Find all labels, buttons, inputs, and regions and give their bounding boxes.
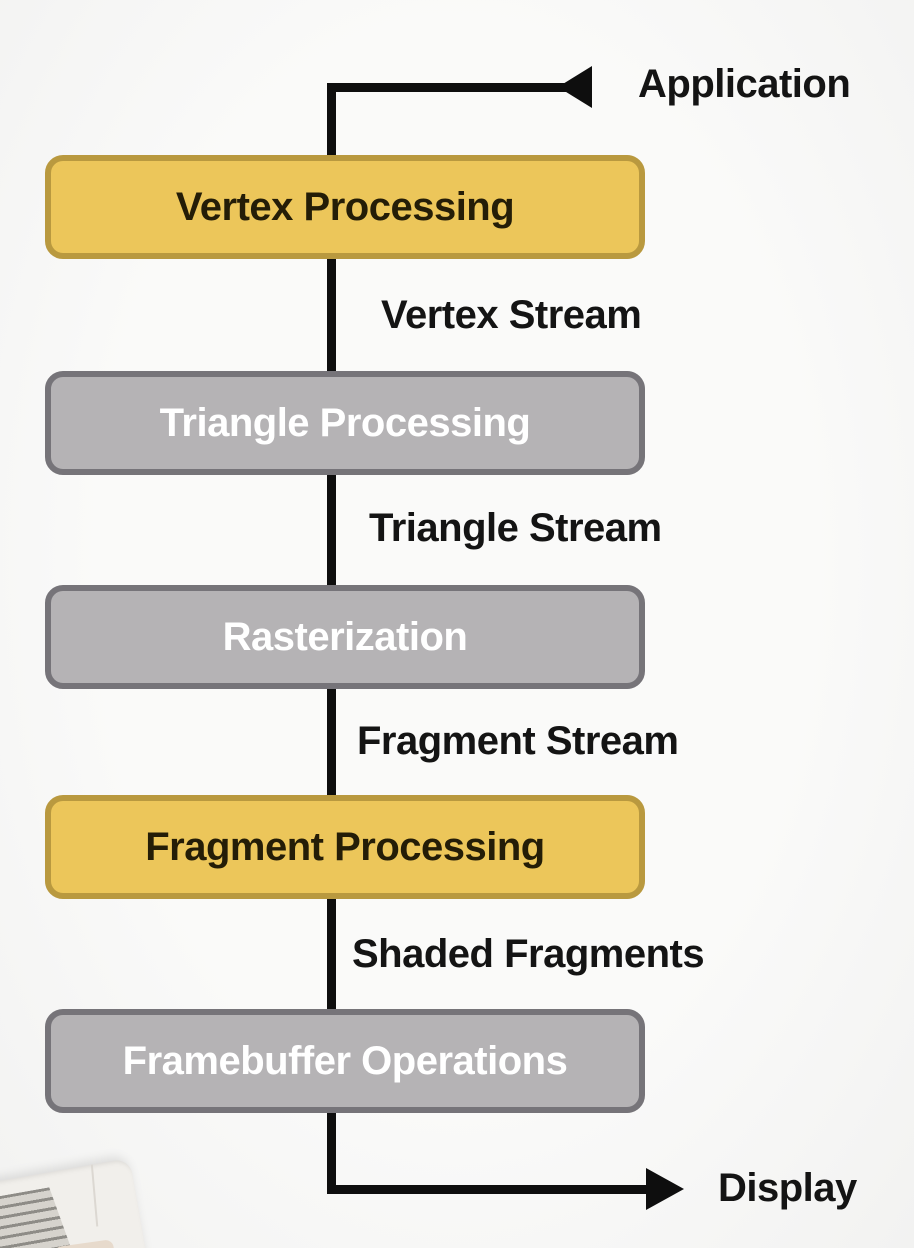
stream-label-vertex-stream: Vertex Stream: [381, 293, 642, 337]
display-connector-line: [327, 1185, 648, 1194]
stage-framebuffer-operations: Framebuffer Operations: [45, 1009, 645, 1113]
stage-label: Triangle Processing: [159, 400, 531, 445]
stage-label: Vertex Processing: [175, 184, 515, 229]
display-label: Display: [718, 1166, 857, 1210]
stage-label: Framebuffer Operations: [122, 1038, 568, 1083]
stage-label: Rasterization: [222, 614, 468, 659]
arrowhead-left-icon: [558, 66, 592, 108]
stage-fragment-processing: Fragment Processing: [45, 795, 645, 899]
stage-label: Fragment Processing: [145, 824, 545, 869]
application-label: Application: [638, 62, 851, 106]
corner-photo-object: [0, 1157, 154, 1248]
application-connector-line: [327, 83, 567, 92]
stage-vertex-processing: Vertex Processing: [45, 155, 645, 259]
stage-triangle-processing: Triangle Processing: [45, 371, 645, 475]
stage-rasterization: Rasterization: [45, 585, 645, 689]
photo-grille-stripes: [0, 1182, 101, 1248]
stream-label-fragment-stream: Fragment Stream: [357, 719, 679, 763]
arrowhead-right-icon: [646, 1168, 684, 1210]
stream-label-triangle-stream: Triangle Stream: [369, 506, 662, 550]
photo-crease-line: [90, 1164, 99, 1227]
stream-label-shaded-fragments: Shaded Fragments: [352, 932, 705, 976]
